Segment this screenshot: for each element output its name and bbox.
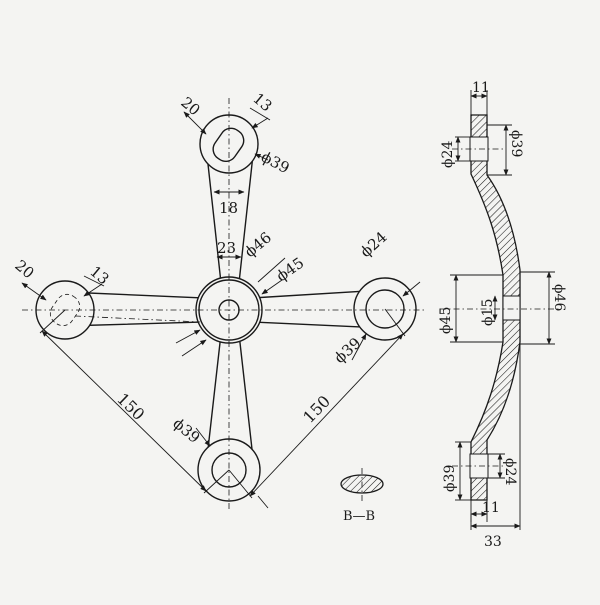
front-dimension-lines [21, 107, 421, 509]
side-dimension-lines [450, 90, 555, 530]
side-dim-top-hole-dia: ϕ24 [440, 141, 456, 168]
side-dim-bottom-boss-dia: ϕ39 [442, 465, 458, 492]
side-dim-overall-depth: 33 [484, 534, 502, 550]
side-dim-bottom-hole-dia: ϕ24 [502, 458, 518, 485]
side-view: 11 ϕ24 ϕ39 ϕ45 ϕ15 ϕ46 ϕ39 ϕ24 11 33 [438, 80, 567, 550]
section-b-b-shape [340, 474, 384, 494]
dim-arm-width: 18 [219, 199, 238, 217]
dim-left-hole-width: 20 [11, 256, 37, 282]
dim-top-hole-width: 20 [177, 93, 203, 119]
dim-right-boss-dia: ϕ39 [331, 334, 365, 367]
dim-top-hole-edge: 13 [249, 89, 275, 115]
side-dim-top-boss-dia: ϕ39 [508, 130, 524, 157]
dim-hub-mid-dia: ϕ45 [273, 254, 307, 286]
top-arm [206, 154, 254, 293]
side-dim-hub-mid-dia: ϕ45 [438, 307, 454, 334]
dim-right-span: 150 [299, 392, 334, 427]
dim-left-span: 150 [113, 389, 148, 424]
side-dim-hub-outer-dia: ϕ46 [551, 284, 567, 311]
front-view: 20 13 ϕ39 18 23 ϕ46 ϕ45 20 13 ϕ24 ϕ39 ϕ3… [11, 89, 425, 512]
dim-top-boss-dia: ϕ39 [258, 148, 292, 178]
side-hub-hole [502, 295, 521, 321]
bottom-arm [206, 324, 254, 459]
dim-hub-inner: 23 [217, 239, 236, 257]
side-dimension-texts: 11 ϕ24 ϕ39 ϕ45 ϕ15 ϕ46 ϕ39 ϕ24 11 33 [438, 80, 567, 550]
front-centerlines [22, 98, 425, 512]
section-b-b: B—B [340, 468, 384, 524]
side-dim-top-thickness: 11 [472, 80, 490, 96]
dim-left-hole-edge: 13 [86, 262, 112, 288]
section-label: B—B [343, 509, 375, 524]
side-dim-bottom-thickness: 11 [482, 500, 500, 516]
side-centerlines [440, 148, 560, 467]
side-dim-hub-hole-dia: ϕ15 [480, 299, 496, 326]
dim-right-hole-dia: ϕ24 [357, 228, 391, 261]
dim-bottom-boss-dia: ϕ39 [169, 414, 203, 447]
dim-hub-dia: ϕ46 [241, 228, 275, 261]
